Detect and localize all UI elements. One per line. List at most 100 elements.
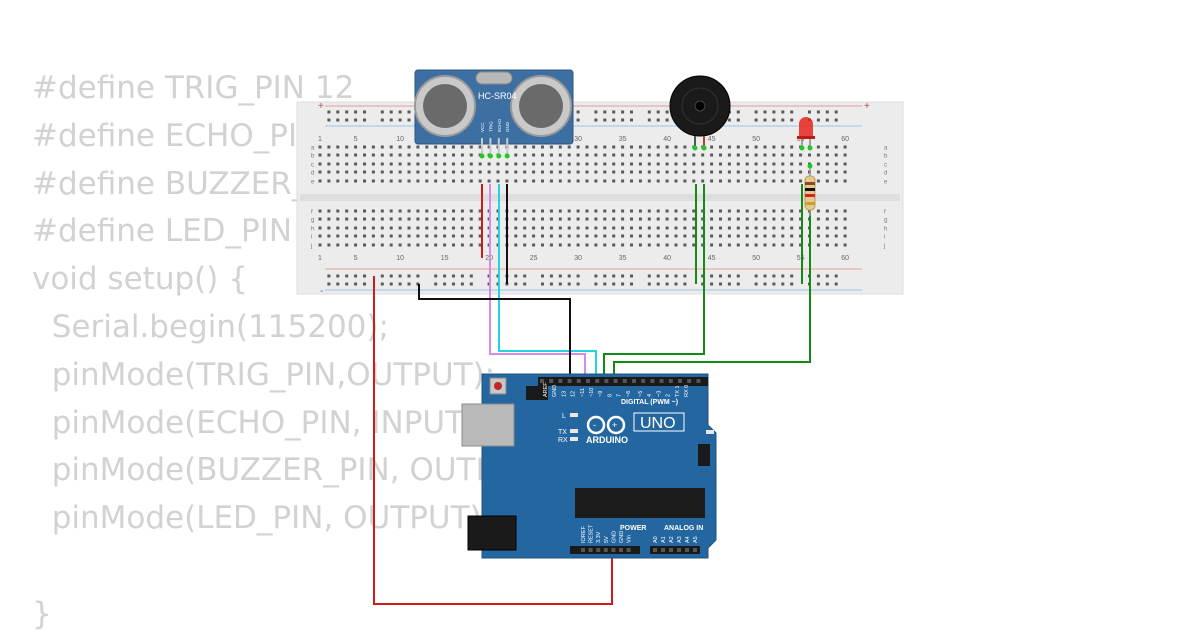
breadboard-hole[interactable]	[638, 226, 642, 230]
breadboard-hole[interactable]	[354, 234, 358, 238]
rail-hole[interactable]	[612, 110, 616, 114]
breadboard-hole[interactable]	[478, 226, 482, 230]
breadboard-hole[interactable]	[523, 226, 527, 230]
breadboard-hole[interactable]	[710, 243, 714, 247]
breadboard-hole[interactable]	[683, 226, 687, 230]
rail-hole[interactable]	[523, 274, 527, 278]
breadboard-hole[interactable]	[541, 179, 544, 183]
breadboard-hole[interactable]	[745, 243, 749, 247]
breadboard-hole[interactable]	[549, 153, 553, 157]
breadboard-hole[interactable]	[318, 226, 322, 230]
breadboard-hole[interactable]	[541, 234, 544, 238]
rail-hole[interactable]	[665, 110, 669, 114]
breadboard-hole[interactable]	[327, 226, 331, 230]
breadboard-hole[interactable]	[363, 145, 366, 149]
rail-hole[interactable]	[647, 118, 651, 122]
rail-hole[interactable]	[416, 274, 420, 278]
breadboard-hole[interactable]	[345, 162, 349, 166]
rail-hole[interactable]	[398, 282, 402, 286]
breadboard-hole[interactable]	[354, 145, 358, 149]
breadboard-hole[interactable]	[816, 217, 820, 221]
breadboard-hole[interactable]	[469, 179, 473, 183]
breadboard-hole[interactable]	[754, 209, 758, 213]
breadboard-hole[interactable]	[719, 209, 722, 213]
breadboard-hole[interactable]	[541, 209, 544, 213]
breadboard-hole[interactable]	[434, 243, 438, 247]
breadboard-hole[interactable]	[674, 179, 678, 183]
breadboard-hole[interactable]	[354, 170, 358, 174]
rail-hole[interactable]	[701, 274, 705, 278]
breadboard-hole[interactable]	[745, 234, 749, 238]
breadboard-hole[interactable]	[736, 145, 740, 149]
breadboard-hole[interactable]	[843, 234, 847, 238]
rail-hole[interactable]	[754, 282, 758, 286]
breadboard-hole[interactable]	[371, 153, 375, 157]
breadboard-hole[interactable]	[825, 217, 829, 221]
breadboard-hole[interactable]	[612, 170, 616, 174]
breadboard-hole[interactable]	[612, 153, 616, 157]
breadboard-hole[interactable]	[380, 170, 384, 174]
breadboard-hole[interactable]	[354, 243, 358, 247]
breadboard-hole[interactable]	[443, 234, 447, 238]
rail-hole[interactable]	[327, 118, 331, 122]
breadboard-hole[interactable]	[621, 209, 625, 213]
breadboard-hole[interactable]	[407, 243, 411, 247]
breadboard-hole[interactable]	[345, 170, 349, 174]
breadboard-hole[interactable]	[416, 217, 420, 221]
breadboard-hole[interactable]	[452, 209, 455, 213]
breadboard-hole[interactable]	[567, 153, 571, 157]
breadboard-hole[interactable]	[398, 217, 402, 221]
rail-hole[interactable]	[380, 110, 384, 114]
rail-hole[interactable]	[363, 282, 366, 286]
rail-hole[interactable]	[834, 274, 838, 278]
rail-hole[interactable]	[398, 274, 402, 278]
breadboard-hole[interactable]	[478, 209, 482, 213]
breadboard-hole[interactable]	[416, 145, 420, 149]
breadboard-hole[interactable]	[772, 226, 776, 230]
rail-hole[interactable]	[336, 282, 340, 286]
breadboard-hole[interactable]	[727, 243, 731, 247]
breadboard-hole[interactable]	[585, 153, 589, 157]
rail-hole[interactable]	[736, 118, 740, 122]
breadboard-hole[interactable]	[603, 226, 607, 230]
breadboard-hole[interactable]	[567, 162, 571, 166]
breadboard-hole[interactable]	[389, 243, 393, 247]
digital-pin-hole[interactable]	[650, 379, 655, 383]
breadboard-hole[interactable]	[434, 217, 438, 221]
rail-hole[interactable]	[647, 110, 651, 114]
rail-hole[interactable]	[727, 118, 731, 122]
breadboard-hole[interactable]	[710, 179, 714, 183]
breadboard-hole[interactable]	[594, 162, 598, 166]
breadboard-hole[interactable]	[416, 234, 420, 238]
breadboard-hole[interactable]	[834, 179, 838, 183]
breadboard-hole[interactable]	[799, 162, 803, 166]
breadboard-hole[interactable]	[647, 234, 651, 238]
breadboard-hole[interactable]	[710, 153, 714, 157]
breadboard-hole[interactable]	[603, 179, 607, 183]
breadboard-hole[interactable]	[621, 153, 625, 157]
breadboard-hole[interactable]	[763, 153, 767, 157]
breadboard-hole[interactable]	[719, 170, 722, 174]
breadboard-hole[interactable]	[514, 243, 518, 247]
breadboard-hole[interactable]	[452, 217, 455, 221]
rail-hole[interactable]	[825, 282, 829, 286]
breadboard-hole[interactable]	[647, 226, 651, 230]
breadboard-hole[interactable]	[701, 179, 705, 183]
rail-hole[interactable]	[630, 110, 633, 114]
breadboard-hole[interactable]	[443, 243, 447, 247]
breadboard-hole[interactable]	[790, 153, 794, 157]
power-pin-hole[interactable]	[619, 548, 623, 552]
rail-hole[interactable]	[434, 282, 438, 286]
breadboard-hole[interactable]	[656, 170, 660, 174]
breadboard-hole[interactable]	[380, 145, 384, 149]
breadboard-hole[interactable]	[612, 145, 616, 149]
rail-hole[interactable]	[612, 274, 616, 278]
breadboard-hole[interactable]	[647, 162, 651, 166]
breadboard-hole[interactable]	[638, 234, 642, 238]
breadboard-hole[interactable]	[363, 153, 366, 157]
breadboard-hole[interactable]	[407, 179, 411, 183]
rail-hole[interactable]	[345, 274, 349, 278]
breadboard-hole[interactable]	[523, 217, 527, 221]
rail-hole[interactable]	[603, 110, 607, 114]
breadboard-hole[interactable]	[371, 243, 375, 247]
